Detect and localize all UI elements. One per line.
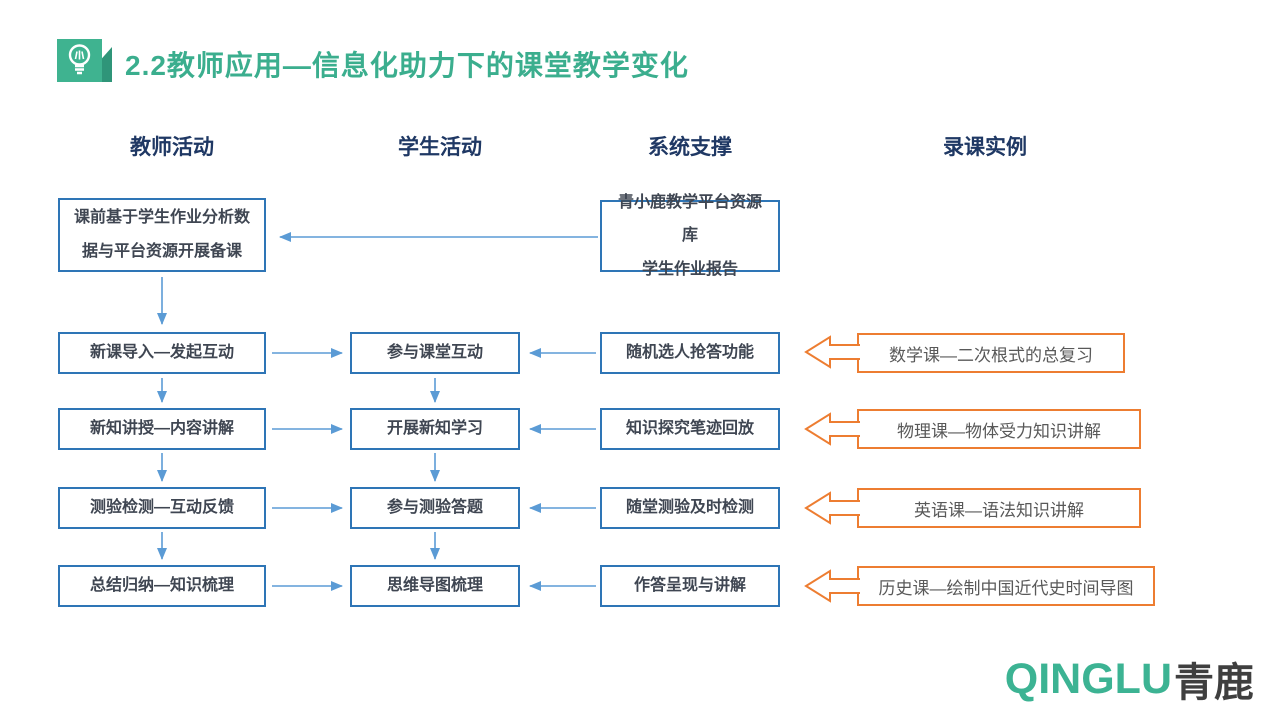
teacher-step-3: 测验检测—互动反馈: [58, 487, 266, 529]
logo-cjk-text: 青鹿: [1174, 661, 1254, 705]
column-header-system: 系统支撑: [648, 136, 732, 159]
teacher-step-4: 总结归纳—知识梳理: [58, 565, 266, 607]
student-step-4: 思维导图梳理: [350, 565, 520, 607]
student-step-3: 参与测验答题: [350, 487, 520, 529]
example-box-history: 历史课—绘制中国近代史时间导图: [857, 566, 1155, 606]
qinglu-logo: QINGLU 青鹿: [1005, 650, 1254, 708]
system-resource-line-1: 青小鹿教学平台资源库: [617, 193, 762, 245]
system-resource-line-2: 学生作业报告: [641, 260, 738, 278]
orange-arrow-1: [804, 335, 860, 369]
system-step-1: 随机选人抢答功能: [600, 332, 780, 374]
column-header-teacher: 教师活动: [130, 136, 214, 159]
system-resource-box: 青小鹿教学平台资源库 学生作业报告: [600, 194, 780, 278]
student-step-2: 开展新知学习: [350, 408, 520, 450]
teacher-prep-box: 课前基于学生作业分析数据与平台资源开展备课: [58, 198, 266, 272]
example-box-math: 数学课—二次根式的总复习: [857, 333, 1125, 373]
system-step-2: 知识探究笔迹回放: [600, 408, 780, 450]
system-step-4: 作答呈现与讲解: [600, 565, 780, 607]
system-step-3: 随堂测验及时检测: [600, 487, 780, 529]
lightbulb-icon: [55, 36, 113, 91]
teacher-step-2: 新知讲授—内容讲解: [58, 408, 266, 450]
example-box-physics: 物理课—物体受力知识讲解: [857, 409, 1141, 449]
column-header-student: 学生活动: [398, 136, 482, 159]
teacher-step-1: 新课导入—发起互动: [58, 332, 266, 374]
example-box-english: 英语课—语法知识讲解: [857, 488, 1141, 528]
orange-arrow-3: [804, 491, 860, 525]
orange-arrow-4: [804, 569, 860, 603]
logo-latin-text: QINGLU: [1004, 654, 1172, 703]
slide-title: 2.2教师应用—信息化助力下的课堂教学变化: [125, 49, 689, 81]
orange-arrow-2: [804, 412, 860, 446]
student-step-1: 参与课堂互动: [350, 332, 520, 374]
title-row: 2.2教师应用—信息化助力下的课堂教学变化: [55, 36, 689, 91]
column-header-examples: 录课实例: [943, 136, 1027, 159]
